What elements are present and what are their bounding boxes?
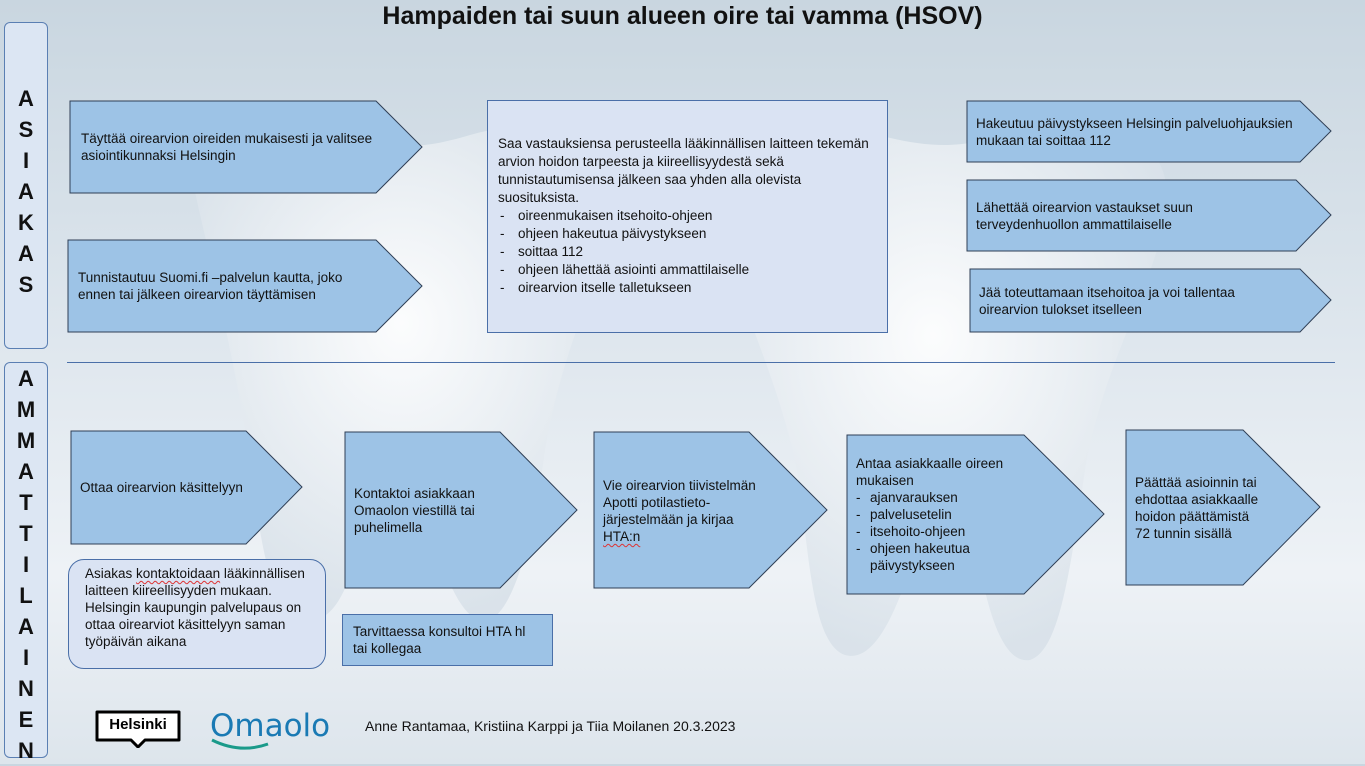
- arrow-text: Hakeutuu päivystykseen Helsingin palvelu…: [976, 115, 1293, 148]
- side-letter: M: [16, 428, 36, 453]
- arrow-text: Täyttää oirearvion oireiden mukaisesti j…: [81, 131, 373, 163]
- step-3-text: Vie oirearvion tiivistelmän Apotti potil…: [603, 478, 756, 527]
- list-item: itsehoito-ohjeen: [856, 523, 1036, 540]
- step-4-list: ajanvarauksenpalvelusetelinitsehoito-ohj…: [856, 489, 1036, 574]
- list-item: palvelusetelin: [856, 506, 1036, 523]
- arrow-text: Lähettää oirearvion vastaukset suun terv…: [976, 199, 1193, 232]
- arrow-step-5: Päättää asioinnin tai ehdottaa asiakkaal…: [1125, 429, 1321, 586]
- side-letter: I: [22, 552, 30, 577]
- list-item: soittaa 112: [498, 243, 877, 261]
- note-text: Asiakas: [85, 566, 137, 581]
- arrow-step-4: Antaa asiakkaalle oireen mukaisen ajanva…: [846, 434, 1105, 595]
- side-letter: A: [18, 366, 34, 391]
- arrow-text: Jää toteuttamaan itsehoitoa ja voi talle…: [979, 284, 1235, 317]
- step-4-intro: Antaa asiakkaalle oireen mukaisen: [856, 456, 1004, 488]
- side-letter: A: [18, 614, 34, 639]
- side-letter: T: [19, 521, 33, 546]
- arrow-text: Kontaktoi asiakkaan Omaolon viestillä ta…: [354, 485, 475, 535]
- side-letter: K: [18, 210, 34, 235]
- list-item: oirearvion itselle talletukseen: [498, 279, 877, 297]
- arrow-tunnistautuu: Tunnistautuu Suomi.fi –palvelun kautta, …: [67, 239, 423, 333]
- side-letter: T: [19, 490, 33, 515]
- side-letter: N: [18, 738, 34, 763]
- recommendations-list: oireenmukaisen itsehoito-ohjeenohjeen ha…: [498, 207, 877, 297]
- section-divider: [67, 362, 1335, 363]
- side-letter: A: [18, 459, 34, 484]
- side-letter: L: [19, 583, 33, 608]
- list-item: ohjeen hakeutua päivystykseen: [498, 225, 877, 243]
- side-letter: E: [18, 707, 34, 732]
- side-letter: N: [18, 676, 34, 701]
- authors-text: Anne Rantamaa, Kristiina Karppi ja Tiia …: [365, 718, 736, 734]
- note-text-rest: lääkinnällisen laitteen kiireellisyyden …: [85, 566, 305, 649]
- box-recommendations: Saa vastauksiensa perusteella lääkinnäll…: [487, 100, 888, 333]
- side-letter: A: [18, 86, 34, 111]
- omaolo-logo-text: Omaolo: [210, 708, 331, 744]
- list-item: ohjeen hakeutua päivystykseen: [856, 540, 1036, 574]
- arrow-text: Tunnistautuu Suomi.fi –palvelun kautta, …: [78, 270, 343, 302]
- arrow-itsehoito: Jää toteuttamaan itsehoitoa ja voi talle…: [969, 268, 1332, 333]
- arrow-text: Antaa asiakkaalle oireen mukaisen ajanva…: [856, 434, 1036, 595]
- side-letter: A: [18, 241, 34, 266]
- arrow-step-3: Vie oirearvion tiivistelmän Apotti potil…: [593, 431, 828, 589]
- side-letter: A: [18, 179, 34, 204]
- arrow-step-2: Kontaktoi asiakkaan Omaolon viestillä ta…: [344, 431, 578, 589]
- omaolo-logo: Omaolo: [210, 708, 331, 750]
- list-item: ajanvarauksen: [856, 489, 1036, 506]
- side-letter: I: [22, 645, 30, 670]
- step-3-hta: HTA:n: [603, 529, 641, 544]
- helsinki-logo-text: Helsinki: [109, 716, 167, 733]
- arrow-lahettaa-oirearvion: Lähettää oirearvion vastaukset suun terv…: [966, 179, 1332, 252]
- arrow-hakeutuu-paivystykseen: Hakeutuu päivystykseen Helsingin palvelu…: [966, 100, 1332, 163]
- note-box: Asiakas kontaktoidaan lääkinnällisen lai…: [68, 559, 326, 669]
- consult-box: Tarvittaessa konsultoi HTA hl tai kolleg…: [342, 614, 553, 666]
- arrow-fill-oirearvio: Täyttää oirearvion oireiden mukaisesti j…: [69, 100, 423, 194]
- list-item: ohjeen lähettää asiointi ammattilaiselle: [498, 261, 877, 279]
- side-letter: I: [22, 148, 30, 173]
- side-letter: S: [18, 272, 34, 297]
- consult-text: Tarvittaessa konsultoi HTA hl tai kolleg…: [353, 624, 526, 656]
- arrow-text: Vie oirearvion tiivistelmän Apotti potil…: [603, 431, 773, 589]
- arrow-text: Ottaa oirearvion käsittelyyn: [80, 480, 243, 495]
- recommendations-intro: Saa vastauksiensa perusteella lääkinnäll…: [498, 136, 869, 205]
- side-letter: S: [18, 117, 34, 142]
- arrow-step-1: Ottaa oirearvion käsittelyyn: [70, 430, 303, 545]
- note-kontaktoidaan: kontaktoidaan: [136, 566, 221, 581]
- list-item: oireenmukaisen itsehoito-ohjeen: [498, 207, 877, 225]
- helsinki-logo: Helsinki: [95, 710, 181, 748]
- arrow-text: Päättää asioinnin tai ehdottaa asiakkaal…: [1135, 474, 1259, 541]
- side-letter: M: [16, 397, 36, 422]
- page-title: Hampaiden tai suun alueen oire tai vamma…: [382, 2, 983, 30]
